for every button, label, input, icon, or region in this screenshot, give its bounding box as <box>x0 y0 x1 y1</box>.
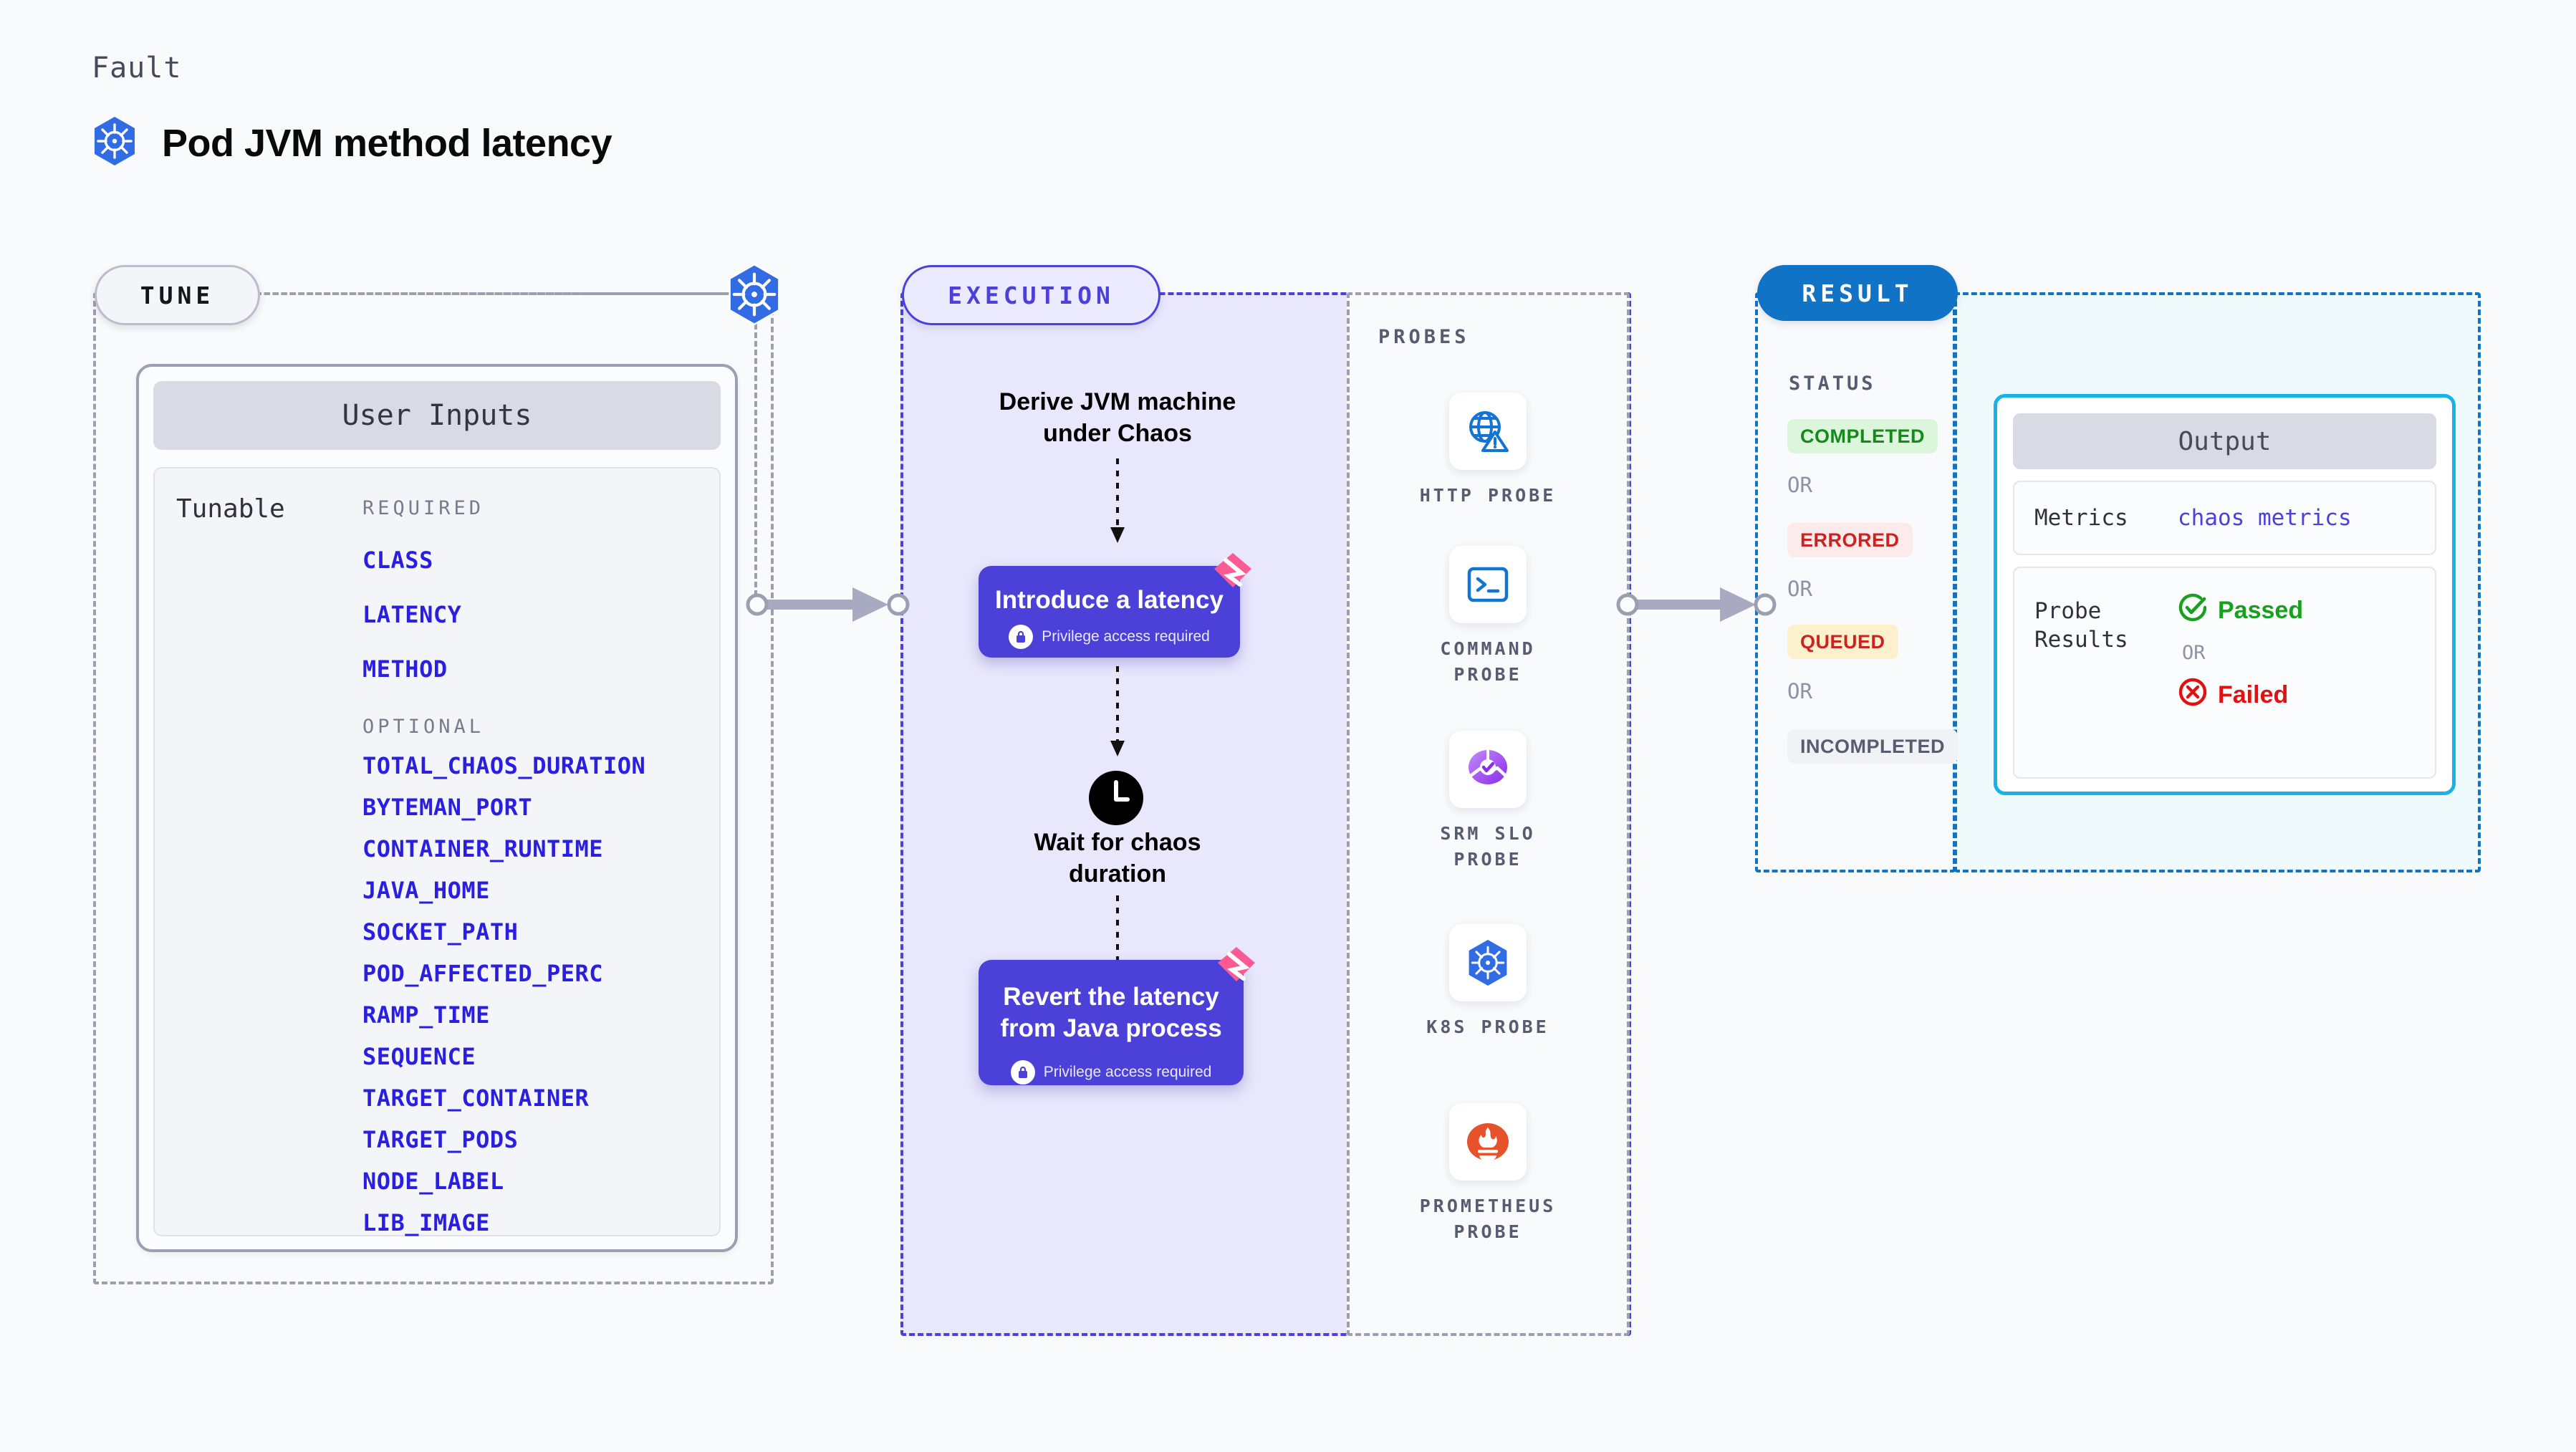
param-optional-socket-path[interactable]: SOCKET_PATH <box>362 918 519 946</box>
page-header: Pod JVM method latency <box>92 116 612 170</box>
or-label-2: OR <box>1787 577 1812 601</box>
srm-slo-icon <box>1449 731 1527 808</box>
probes-title: PROBES <box>1378 326 1470 348</box>
lock-icon <box>1010 1059 1035 1085</box>
param-required-latency[interactable]: LATENCY <box>362 601 462 628</box>
action-1-title: Introduce a latency <box>995 586 1224 614</box>
litmus-ribbon-icon <box>1212 944 1259 989</box>
user-inputs-card: User Inputs Tunable REQUIRED CLASS LATENC… <box>136 364 738 1252</box>
kubernetes-icon-badge <box>726 263 783 329</box>
tune-to-execution-arrow <box>745 582 910 631</box>
probe-k8s-label: K8S PROBE <box>1426 1016 1549 1037</box>
probe-results-key: Probe Results <box>2034 598 2128 653</box>
globe-warning-icon <box>1449 393 1527 470</box>
probe-result-passed: Passed <box>2178 592 2303 629</box>
probe-http-label: HTTP PROBE <box>1419 485 1557 506</box>
or-label-output: OR <box>2182 642 2206 664</box>
x-circle-icon <box>2178 677 2208 713</box>
exec-arrow-2 <box>1110 666 1125 756</box>
action-2-title: Revert the latency from Java process <box>1000 983 1222 1042</box>
tune-vertical-connector <box>754 324 757 605</box>
probe-result-failed: Failed <box>2178 677 2303 713</box>
action-2-subtitle: Privilege access required <box>1043 1063 1212 1080</box>
lock-icon <box>1009 624 1034 649</box>
param-optional-target-container[interactable]: TARGET_CONTAINER <box>362 1085 590 1112</box>
status-heading: STATUS <box>1789 372 1876 395</box>
param-optional-sequence[interactable]: SEQUENCE <box>362 1043 476 1070</box>
status-badge-errored: ERRORED <box>1787 523 1913 557</box>
tune-top-connector <box>256 292 761 295</box>
param-optional-ramp-time[interactable]: RAMP_TIME <box>362 1001 490 1029</box>
or-label-1: OR <box>1787 473 1812 497</box>
page-eyebrow: Fault <box>92 52 182 85</box>
kubernetes-icon <box>92 116 138 170</box>
clock-icon <box>1088 770 1144 830</box>
exec-arrow-1 <box>1110 458 1125 543</box>
probe-command-label: COMMAND PROBE <box>1440 638 1536 686</box>
status-badge-queued: QUEUED <box>1787 625 1898 659</box>
tunable-label: Tunable <box>176 494 285 524</box>
tunable-params: REQUIRED CLASS LATENCY METHOD OPTIONAL TOT… <box>362 468 645 1236</box>
status-badge-completed: COMPLETED <box>1787 419 1938 453</box>
param-optional-byteman-port[interactable]: BYTEMAN_PORT <box>362 794 533 821</box>
param-optional-total-chaos-duration[interactable]: TOTAL_CHAOS_DURATION <box>362 752 646 779</box>
param-optional-target-pods[interactable]: TARGET_PODS <box>362 1126 519 1153</box>
passed-label: Passed <box>2218 597 2304 624</box>
action-revert-latency[interactable]: Revert the latency from Java process Pri… <box>979 947 1255 1085</box>
param-optional-container-runtime[interactable]: CONTAINER_RUNTIME <box>362 835 604 862</box>
probe-srm-slo-label: SRM SLO PROBE <box>1440 823 1536 870</box>
output-probe-results-row: Probe Results Passed OR <box>2013 567 2436 779</box>
probe-http[interactable]: HTTP PROBE <box>1388 393 1588 509</box>
failed-label: Failed <box>2218 681 2289 708</box>
tunable-body: Tunable REQUIRED CLASS LATENCY METHOD OPTI… <box>153 467 721 1236</box>
param-required-method[interactable]: METHOD <box>362 655 448 683</box>
prometheus-icon <box>1449 1103 1527 1181</box>
check-circle-icon <box>2178 592 2208 629</box>
action-introduce-latency[interactable]: Introduce a latency Privilege access req… <box>979 553 1251 658</box>
execution-pill[interactable]: EXECUTION <box>902 265 1160 325</box>
probe-srm-slo[interactable]: SRM SLO PROBE <box>1388 731 1588 873</box>
required-param-list: CLASS LATENCY METHOD <box>362 547 645 683</box>
metrics-key: Metrics <box>2034 504 2128 531</box>
execution-step-1: Derive JVM machine under Chaos <box>999 388 1236 447</box>
kubernetes-icon <box>1449 924 1527 1001</box>
output-metrics-row: Metrics chaos metrics <box>2013 481 2436 555</box>
user-inputs-title: User Inputs <box>153 381 721 450</box>
litmus-ribbon-icon <box>1208 550 1256 595</box>
action-2-subtitle-row: Privilege access required <box>979 1059 1244 1085</box>
status-badge-incompleted: INCOMPLETED <box>1787 729 1959 764</box>
param-optional-java-home[interactable]: JAVA_HOME <box>362 877 490 904</box>
execution-to-result-arrow <box>1615 582 1777 631</box>
terminal-icon <box>1449 546 1527 623</box>
tune-pill[interactable]: TUNE <box>95 265 260 325</box>
param-optional-pod-affected-perc[interactable]: POD_AFFECTED_PERC <box>362 960 604 987</box>
optional-heading: OPTIONAL <box>362 716 485 738</box>
param-required-class[interactable]: CLASS <box>362 547 433 574</box>
param-optional-lib-image[interactable]: LIB_IMAGE <box>362 1209 490 1236</box>
or-label-3: OR <box>1787 679 1812 703</box>
result-pill[interactable]: RESULT <box>1757 265 1958 321</box>
action-1-subtitle: Privilege access required <box>1042 628 1210 645</box>
page-title: Pod JVM method latency <box>162 121 612 165</box>
output-card: Output Metrics chaos metrics Probe Resul… <box>1994 394 2456 795</box>
required-heading: REQUIRED <box>362 497 485 519</box>
optional-param-list: TOTAL_CHAOS_DURATION BYTEMAN_PORT CONTAINE… <box>362 752 645 1236</box>
metrics-value[interactable]: chaos metrics <box>2178 505 2352 531</box>
param-optional-node-label[interactable]: NODE_LABEL <box>362 1168 504 1195</box>
probe-command[interactable]: COMMAND PROBE <box>1388 546 1588 688</box>
probe-prometheus-label: PROMETHEUS PROBE <box>1419 1196 1557 1243</box>
probe-prometheus[interactable]: PROMETHEUS PROBE <box>1388 1103 1588 1246</box>
output-title: Output <box>2013 413 2436 469</box>
execution-wait-text: Wait for chaos duration <box>1034 829 1201 888</box>
probe-k8s[interactable]: K8S PROBE <box>1388 924 1588 1040</box>
action-1-subtitle-row: Privilege access required <box>979 624 1240 649</box>
